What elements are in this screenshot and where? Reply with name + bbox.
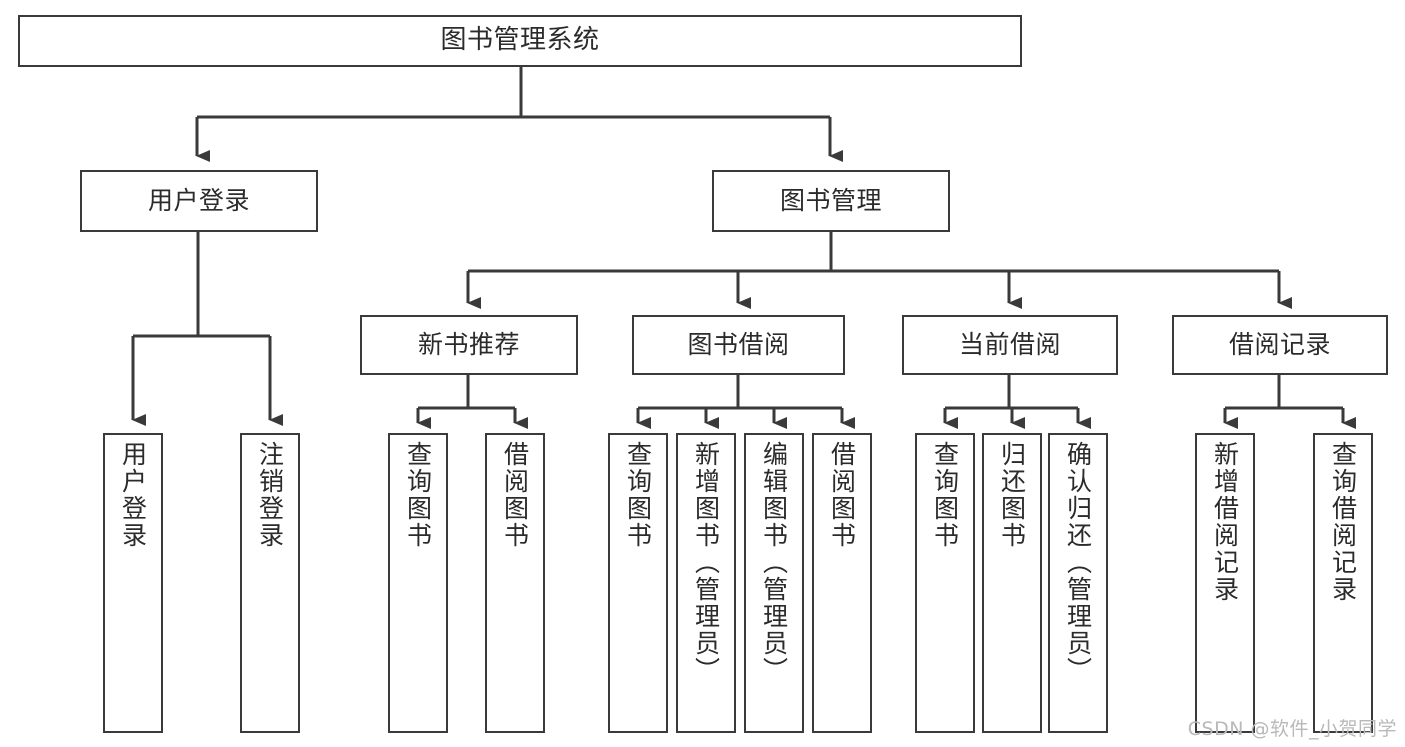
node-book-borrow[interactable]: 图书借阅 bbox=[632, 315, 845, 375]
leaf-user-login-label: 用户登录 bbox=[118, 441, 148, 549]
node-root-label: 图书管理系统 bbox=[440, 25, 600, 56]
watermark-csdn: CSDN @软件_小贺同学 bbox=[1187, 718, 1397, 740]
leaf-add-borrow-record-label: 新增借阅记录 bbox=[1210, 441, 1240, 603]
leaf-confirm-return-label: 确认归还（管理员） bbox=[1063, 441, 1093, 684]
node-root-book-management-system[interactable]: 图书管理系统 bbox=[18, 15, 1022, 67]
node-new-book-recommend[interactable]: 新书推荐 bbox=[360, 315, 578, 375]
leaf-query-book-current-label: 查询图书 bbox=[930, 441, 960, 549]
leaf-query-book-borrow[interactable]: 查询图书 bbox=[608, 433, 668, 733]
leaf-user-login[interactable]: 用户登录 bbox=[103, 433, 163, 733]
leaf-edit-book[interactable]: 编辑图书（管理员） bbox=[744, 433, 804, 733]
leaf-query-book-recommend-label: 查询图书 bbox=[403, 441, 433, 549]
leaf-query-borrow-record[interactable]: 查询借阅记录 bbox=[1313, 433, 1373, 733]
leaf-logout-login[interactable]: 注销登录 bbox=[240, 433, 300, 733]
leaf-borrow-book[interactable]: 借阅图书 bbox=[812, 433, 872, 733]
leaf-add-book[interactable]: 新增图书（管理员） bbox=[676, 433, 736, 733]
leaf-query-book-recommend[interactable]: 查询图书 bbox=[388, 433, 448, 733]
leaf-borrow-book-recommend-label: 借阅图书 bbox=[500, 441, 530, 549]
node-borrow-record-label: 借阅记录 bbox=[1228, 330, 1331, 359]
node-current-borrow[interactable]: 当前借阅 bbox=[902, 315, 1118, 375]
leaf-query-borrow-record-label: 查询借阅记录 bbox=[1328, 441, 1358, 603]
node-current-borrow-label: 当前借阅 bbox=[958, 330, 1061, 359]
leaf-return-book-label: 归还图书 bbox=[997, 441, 1027, 549]
leaf-borrow-book-recommend[interactable]: 借阅图书 bbox=[485, 433, 545, 733]
node-borrow-record[interactable]: 借阅记录 bbox=[1172, 315, 1388, 375]
leaf-edit-book-label: 编辑图书（管理员） bbox=[759, 441, 789, 684]
leaf-add-book-label: 新增图书（管理员） bbox=[691, 441, 721, 684]
leaf-return-book[interactable]: 归还图书 bbox=[982, 433, 1042, 733]
node-user-login[interactable]: 用户登录 bbox=[80, 170, 318, 232]
leaf-add-borrow-record[interactable]: 新增借阅记录 bbox=[1195, 433, 1255, 733]
leaf-borrow-book-label: 借阅图书 bbox=[827, 441, 857, 549]
node-new-book-recommend-label: 新书推荐 bbox=[417, 330, 520, 359]
leaf-confirm-return[interactable]: 确认归还（管理员） bbox=[1048, 433, 1108, 733]
node-user-login-label: 用户登录 bbox=[147, 186, 250, 215]
node-book-borrow-label: 图书借阅 bbox=[687, 330, 790, 359]
node-book-manage[interactable]: 图书管理 bbox=[712, 170, 950, 232]
leaf-query-book-current[interactable]: 查询图书 bbox=[915, 433, 975, 733]
leaf-logout-login-label: 注销登录 bbox=[255, 441, 285, 549]
leaf-query-book-borrow-label: 查询图书 bbox=[623, 441, 653, 549]
node-book-manage-label: 图书管理 bbox=[779, 186, 882, 215]
